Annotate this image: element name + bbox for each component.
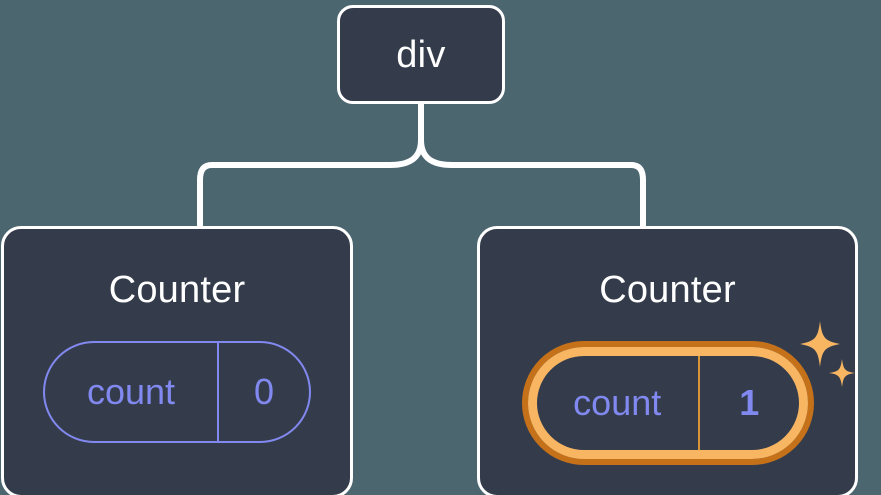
connector-branch-right (418, 137, 646, 229)
state-pill-right-value: 1 (739, 382, 760, 423)
sparkle-large-icon (799, 321, 840, 367)
node-counter-left[interactable]: Counter count 0 (1, 226, 353, 495)
state-pill-right-highlight-ring: count 1 (521, 341, 814, 465)
node-div-label: div (396, 33, 446, 76)
node-counter-right[interactable]: Counter count 1 (477, 226, 858, 495)
state-pill-left-key: count (45, 343, 219, 441)
sparkle-small-icon (828, 359, 855, 387)
node-counter-right-label: Counter (599, 269, 736, 311)
state-pill-left-wrap: count 0 (43, 341, 311, 443)
state-pill-right[interactable]: count 1 (527, 347, 808, 459)
state-pill-right-key: count (537, 356, 700, 450)
state-pill-right-wrap: count 1 (521, 321, 855, 465)
state-pill-left-value: 0 (253, 371, 275, 412)
node-counter-left-label: Counter (108, 269, 246, 311)
state-pill-left[interactable]: count 0 (43, 341, 311, 443)
connector-branch-left (197, 137, 424, 229)
node-div[interactable]: div (337, 5, 505, 104)
